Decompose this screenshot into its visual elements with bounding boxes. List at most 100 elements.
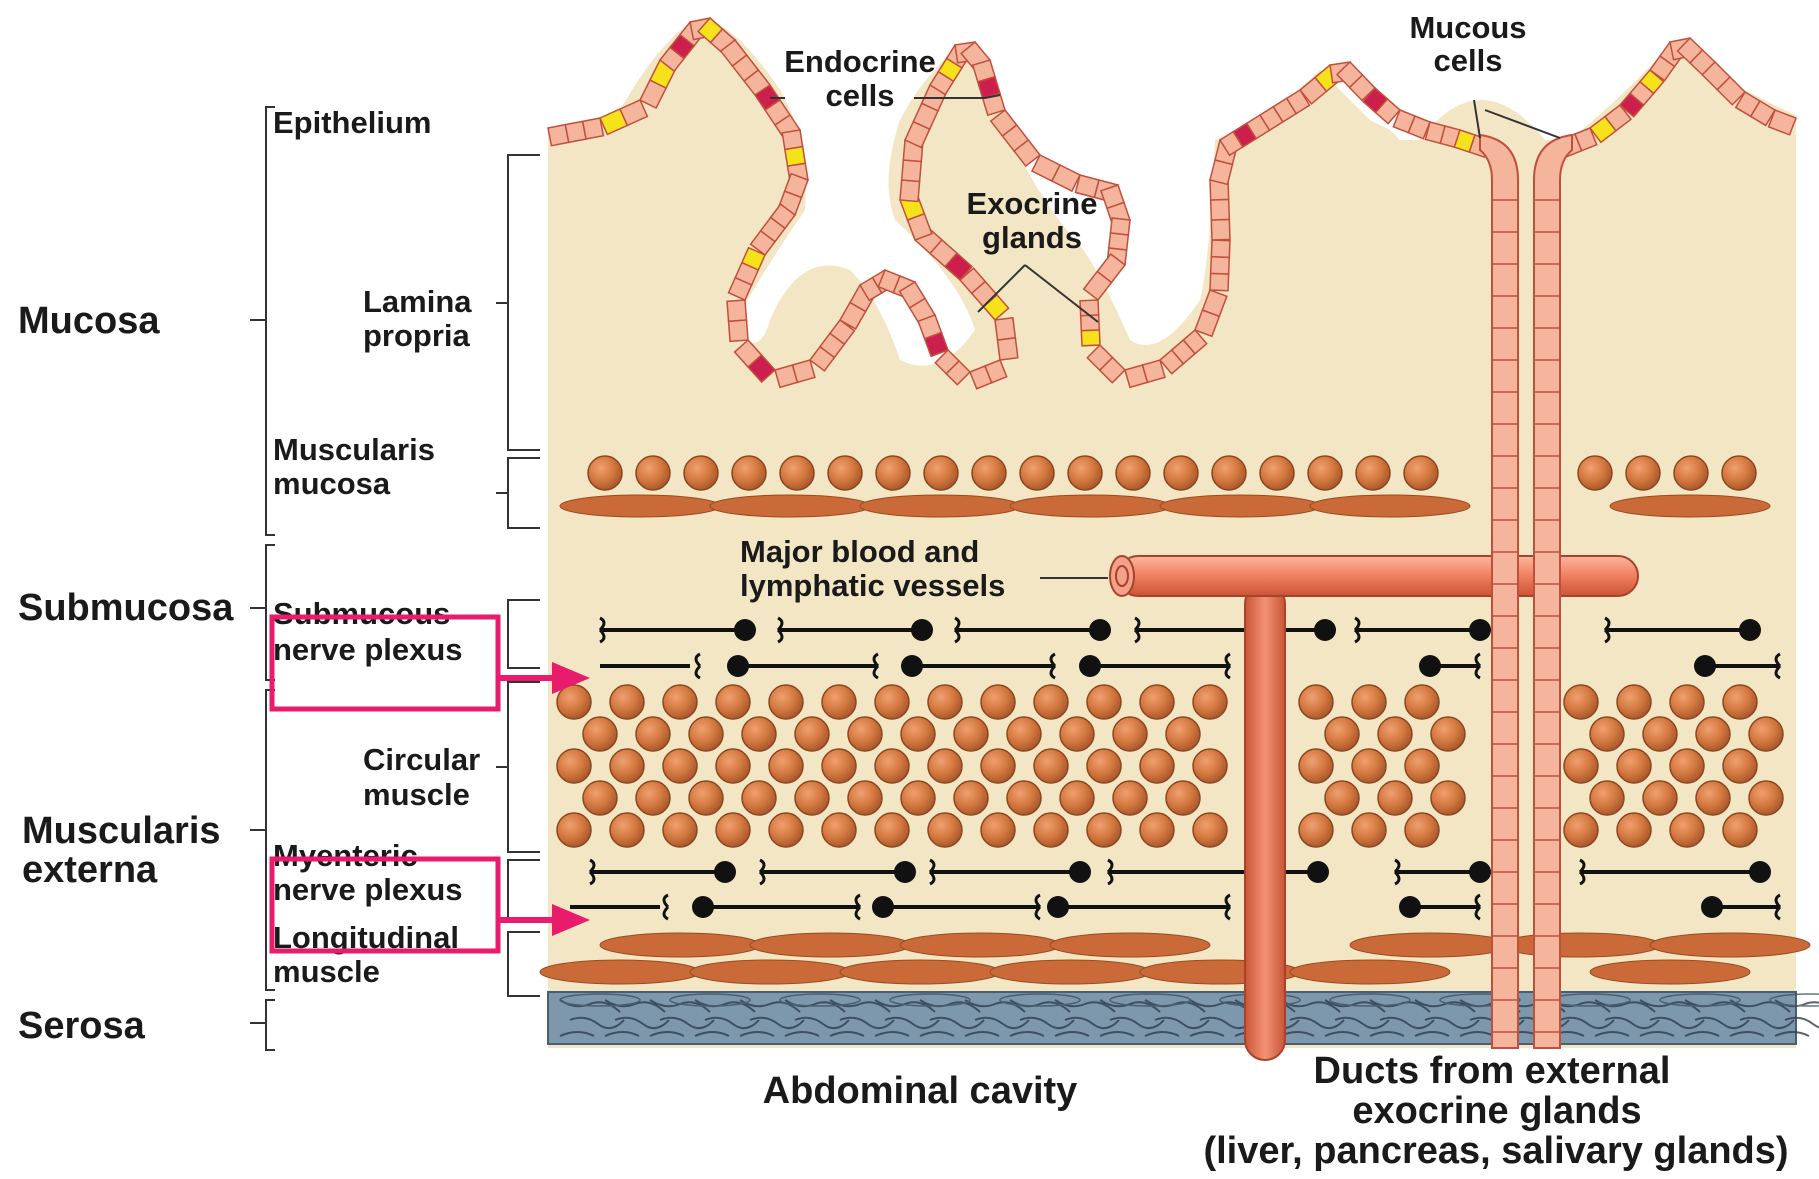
epithelial-cell (1211, 257, 1230, 274)
muscle-fiber-longitudinal (990, 960, 1150, 984)
muscle-fiber-longitudinal (1350, 933, 1510, 957)
muscle-fiber-cross-section (828, 456, 862, 490)
muscle-fiber-longitudinal (840, 960, 1000, 984)
label-vessels-1: Major blood and (740, 534, 979, 569)
muscle-fiber-cross-section (1212, 456, 1246, 490)
label-muscularis-mucosa-1: Muscularis (273, 432, 435, 467)
muscle-fiber-longitudinal (1160, 495, 1320, 517)
muscle-fiber-cross-section (1325, 781, 1359, 815)
neuron-body (1089, 619, 1111, 641)
muscle-fiber-cross-section (1116, 456, 1150, 490)
label-ducts-1: Ducts from external (1314, 1050, 1671, 1092)
muscle-fiber-cross-section (1299, 813, 1333, 847)
muscle-fiber-cross-section (1308, 456, 1342, 490)
epithelial-cell (902, 160, 922, 181)
muscle-fiber-cross-section (1405, 813, 1439, 847)
muscularis-mucosa-bracket (508, 458, 540, 528)
epithelial-cell (1211, 240, 1230, 257)
muscle-fiber-cross-section (795, 717, 829, 751)
neuron-body (714, 861, 736, 883)
muscle-fiber-cross-section (716, 813, 750, 847)
epithelial-cell (793, 360, 815, 382)
muscle-fiber-cross-section (1590, 781, 1624, 815)
muscle-fiber-cross-section (795, 781, 829, 815)
muscle-fiber-cross-section (1590, 717, 1624, 751)
muscle-fiber-cross-section (1299, 685, 1333, 719)
label-myenteric-plexus-1: Myenteric (273, 838, 418, 873)
muscle-fiber-cross-section (1193, 749, 1227, 783)
label-submucous-plexus-2: nerve plexus (273, 632, 463, 667)
muscle-fiber-cross-section (1020, 456, 1054, 490)
muscle-fiber-cross-section (848, 717, 882, 751)
longitudinal-muscle-bracket (508, 932, 540, 996)
muscle-fiber-longitudinal (560, 495, 720, 517)
neuron-body (1069, 861, 1091, 883)
neuron-body (1749, 861, 1771, 883)
muscle-fiber-cross-section (1404, 456, 1438, 490)
muscle-fiber-cross-section (1564, 685, 1598, 719)
tissue-background (548, 20, 1796, 1048)
muscle-fiber-cross-section (684, 456, 718, 490)
epithelial-cell (1143, 360, 1165, 382)
label-submucous-plexus-1: Submucous (273, 596, 450, 631)
muscle-fiber-cross-section (1060, 781, 1094, 815)
muscle-fiber-longitudinal (1650, 933, 1810, 957)
label-mucous-1: Mucous (1409, 10, 1526, 45)
label-submucosa: Submucosa (18, 587, 234, 629)
neuron-body (911, 619, 933, 641)
muscle-fiber-cross-section (1749, 717, 1783, 751)
muscle-fiber-longitudinal (690, 960, 850, 984)
lamina-propria-bracket (508, 155, 540, 450)
muscle-fiber-cross-section (954, 717, 988, 751)
muscle-fiber-cross-section (663, 685, 697, 719)
muscle-fiber-cross-section (901, 717, 935, 751)
label-epithelium: Epithelium (273, 105, 431, 140)
muscle-fiber-cross-section (822, 749, 856, 783)
muscle-fiber-cross-section (1643, 781, 1677, 815)
muscle-fiber-cross-section (1113, 717, 1147, 751)
muscle-fiber-cross-section (928, 813, 962, 847)
epithelial-cell (1081, 315, 1100, 331)
label-circular-muscle-2: muscle (363, 777, 470, 812)
muscle-fiber-cross-section (1352, 749, 1386, 783)
muscle-fiber-cross-section (1617, 813, 1651, 847)
muscle-fiber-cross-section (1034, 749, 1068, 783)
muscle-fiber-cross-section (663, 749, 697, 783)
muscle-fiber-longitudinal (600, 933, 760, 957)
epithelial-cell (727, 300, 746, 321)
epithelial-cell (729, 320, 748, 341)
epithelial-cell (1080, 300, 1099, 316)
muscle-fiber-cross-section (875, 749, 909, 783)
epithelial-cell (583, 118, 604, 139)
muscle-fiber-cross-section (901, 781, 935, 815)
muscle-fiber-cross-section (1722, 456, 1756, 490)
muscle-fiber-cross-section (1723, 685, 1757, 719)
muscle-fiber-cross-section (1431, 781, 1465, 815)
muscle-fiber-cross-section (1643, 717, 1677, 751)
muscle-fiber-cross-section (1034, 685, 1068, 719)
epithelial-cell (995, 318, 1015, 340)
serosa-bracket (266, 1000, 275, 1050)
muscle-fiber-cross-section (1696, 717, 1730, 751)
serosa-layer (548, 992, 1819, 1044)
muscle-fiber-cross-section (769, 749, 803, 783)
muscle-fiber-cross-section (1378, 717, 1412, 751)
neuron-body (1469, 619, 1491, 641)
label-exocrine-2: glands (982, 220, 1082, 255)
muscle-fiber-cross-section (1564, 749, 1598, 783)
label-endocrine-1: Endocrine (784, 44, 936, 79)
neuron-body (1469, 861, 1491, 883)
muscle-fiber-longitudinal (1010, 495, 1170, 517)
muscle-fiber-cross-section (1749, 781, 1783, 815)
label-mucosa: Mucosa (18, 300, 160, 342)
muscle-fiber-cross-section (1260, 456, 1294, 490)
muscle-fiber-cross-section (769, 813, 803, 847)
muscle-fiber-cross-section (732, 456, 766, 490)
label-circular-muscle-1: Circular (363, 742, 480, 777)
muscle-fiber-cross-section (636, 717, 670, 751)
label-ducts-3: (liver, pancreas, salivary glands) (1203, 1130, 1788, 1172)
muscle-fiber-cross-section (1060, 717, 1094, 751)
epithelial-cell (1110, 218, 1130, 235)
muscle-fiber-longitudinal (750, 933, 910, 957)
